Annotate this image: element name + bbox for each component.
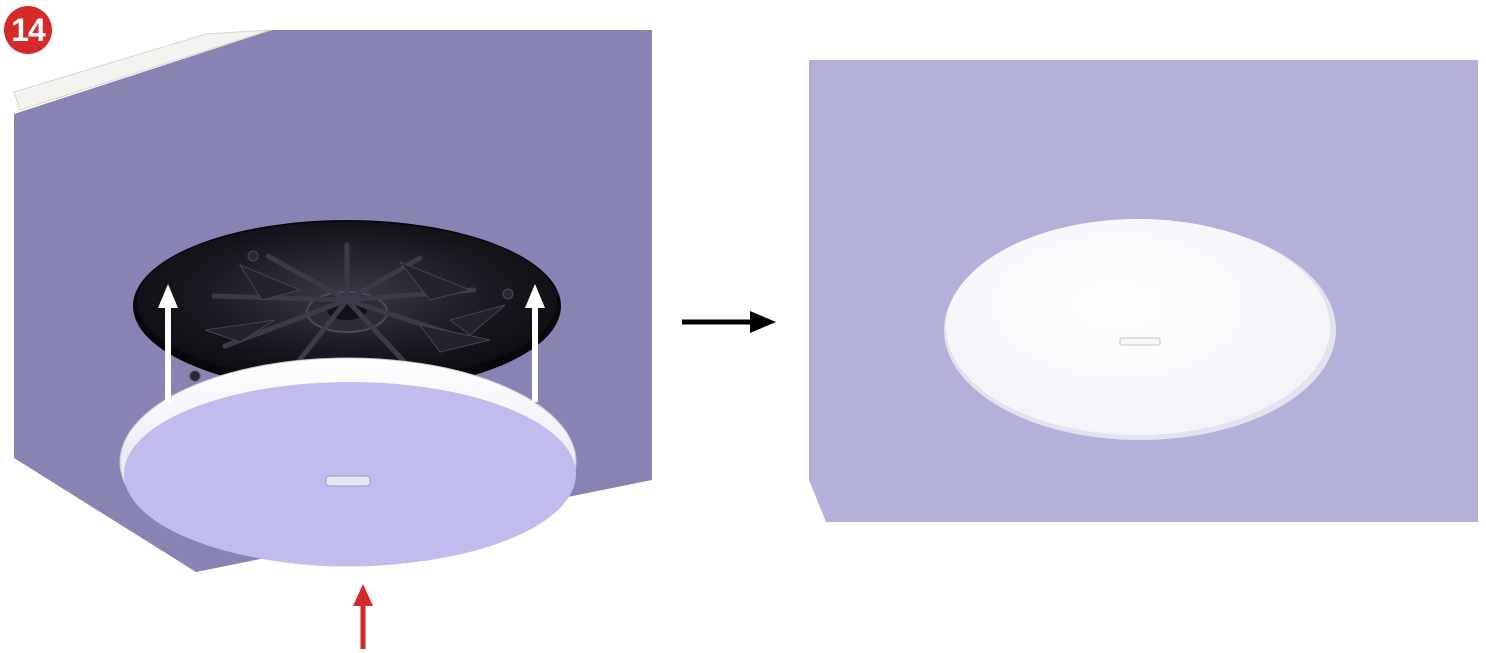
brand-plate <box>326 476 370 486</box>
installed-brand-plate <box>1120 338 1160 345</box>
installed-grille <box>946 219 1330 435</box>
sequence-arrow <box>682 311 776 333</box>
speaker-grille <box>124 382 576 566</box>
push-up-arrow <box>353 584 373 649</box>
before-panel <box>14 30 652 649</box>
after-panel <box>809 60 1478 522</box>
